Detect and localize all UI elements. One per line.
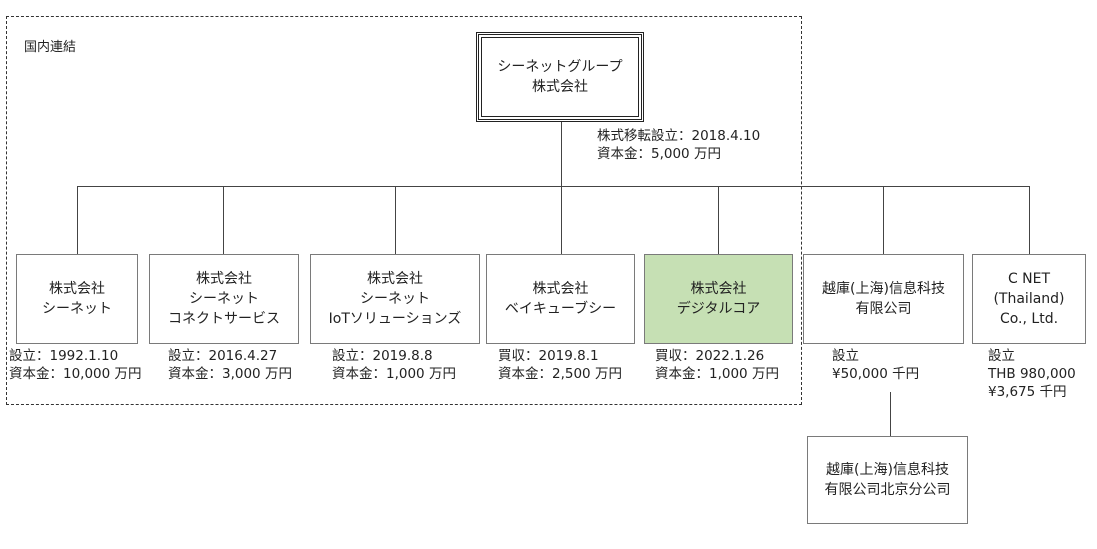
company-name-line: 株式会社	[49, 281, 105, 297]
company-name-line: 越庫(上海)信息科技	[822, 281, 945, 297]
company-name-line: 株式会社	[367, 271, 423, 287]
company-name-line: 株式会社	[532, 281, 589, 297]
child-connector	[395, 186, 396, 254]
parent-name-line1: シーネットグループ	[497, 59, 623, 75]
subsidiary-box-iot-solutions: 株式会社 シーネット IoTソリューションズ	[310, 254, 480, 344]
info-line: 資本金：2,500 万円	[498, 366, 622, 382]
subsidiary-box-digital-core: 株式会社 デジタルコア	[644, 254, 793, 344]
parent-info-established: 株式移転設立：2018.4.10	[597, 128, 761, 144]
parent-info-capital: 資本金：5,000 万円	[597, 146, 721, 162]
info-line: 設立：2019.8.8	[332, 348, 433, 364]
company-name-line: 越庫(上海)信息科技	[826, 462, 949, 478]
horizontal-connector	[77, 186, 1030, 187]
info-line: ¥50,000 千円	[832, 366, 920, 382]
info-line: 設立	[988, 348, 1015, 364]
info-line: 資本金：10,000 万円	[9, 366, 142, 382]
info-line: 設立：2016.4.27	[168, 348, 278, 364]
info-line: ¥3,675 千円	[988, 384, 1067, 400]
company-name-line: シーネット	[360, 291, 430, 307]
domestic-consolidation-boundary	[6, 16, 802, 405]
parent-company-box: シーネットグループ 株式会社	[476, 32, 644, 122]
parent-name-line2: 株式会社	[532, 79, 588, 95]
subsidiary-info: 設立：2016.4.27 資本金：3,000 万円	[168, 347, 292, 383]
info-line: 設立	[832, 348, 859, 364]
subsidiary-info: 設立：1992.1.10 資本金：10,000 万円	[9, 347, 142, 383]
subsidiary-info: 設立：2019.8.8 資本金：1,000 万円	[332, 347, 456, 383]
child-connector	[561, 186, 562, 254]
company-name-line: シーネット	[42, 301, 112, 317]
company-name-line: コネクトサービス	[168, 311, 280, 327]
company-name-line: デジタルコア	[676, 301, 761, 317]
company-name-line: 株式会社	[690, 281, 747, 297]
child-connector	[77, 186, 78, 254]
subsidiary-box-shanghai: 越庫(上海)信息科技 有限公司	[803, 254, 964, 344]
company-name-line: (Thailand)	[993, 291, 1065, 307]
group-label: 国内連結	[24, 40, 77, 55]
info-line: 資本金：3,000 万円	[168, 366, 292, 382]
company-name-line: 株式会社	[196, 271, 252, 287]
company-name-line: ベイキューブシー	[504, 301, 617, 317]
info-line: 買収：2022.1.26	[655, 348, 765, 364]
info-line: THB 980,000	[988, 366, 1076, 382]
branch-office-box: 越庫(上海)信息科技 有限公司北京分公司	[807, 436, 968, 524]
subsidiary-info: 設立 ¥50,000 千円	[832, 347, 919, 383]
company-name-line: 有限公司	[855, 301, 912, 317]
child-connector	[883, 186, 884, 254]
company-name-line: シーネット	[189, 291, 259, 307]
child-connector	[223, 186, 224, 254]
company-name-line: IoTソリューションズ	[328, 311, 462, 327]
subsidiary-info: 買収：2019.8.1 資本金：2,500 万円	[498, 347, 622, 383]
parent-connector	[561, 122, 562, 186]
company-name-line: C NET	[1007, 271, 1051, 287]
subsidiary-info: 買収：2022.1.26 資本金：1,000 万円	[655, 347, 779, 383]
subsidiary-box-baycube: 株式会社 ベイキューブシー	[486, 254, 635, 344]
branch-connector	[890, 392, 891, 436]
subsidiary-info: 設立 THB 980,000 ¥3,675 千円	[988, 347, 1076, 401]
company-name-line: Co., Ltd.	[999, 311, 1059, 327]
subsidiary-box-c-net: 株式会社 シーネット	[16, 254, 138, 344]
info-line: 資本金：1,000 万円	[332, 366, 456, 382]
child-connector	[718, 186, 719, 254]
info-line: 買収：2019.8.1	[498, 348, 599, 364]
subsidiary-box-thailand: C NET (Thailand) Co., Ltd.	[972, 254, 1086, 344]
company-name-line: 有限公司北京分公司	[824, 482, 951, 498]
info-line: 設立：1992.1.10	[9, 348, 119, 364]
parent-info: 株式移転設立：2018.4.10 資本金：5,000 万円	[597, 127, 760, 163]
child-connector	[1029, 186, 1030, 254]
subsidiary-box-connect-service: 株式会社 シーネット コネクトサービス	[149, 254, 299, 344]
info-line: 資本金：1,000 万円	[655, 366, 779, 382]
